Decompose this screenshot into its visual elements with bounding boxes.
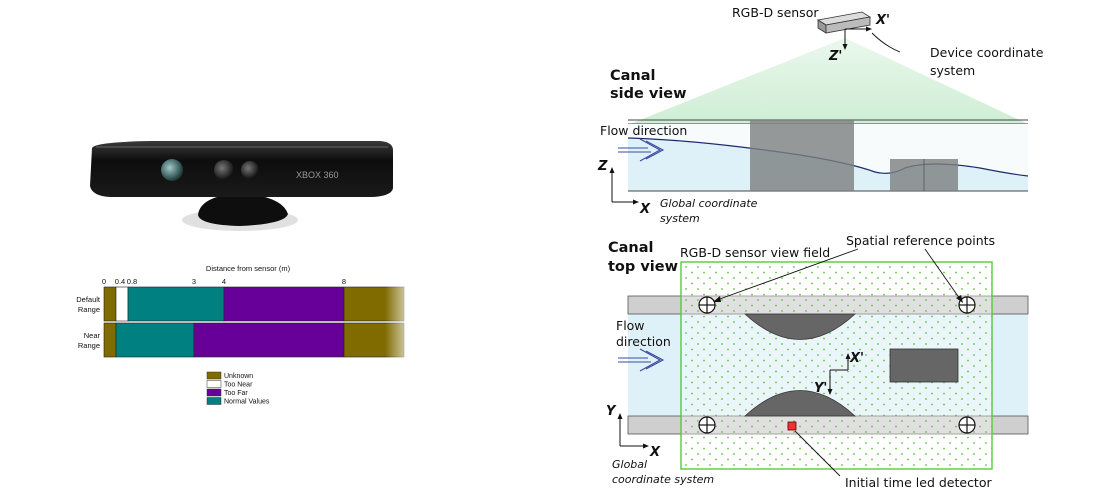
legend-swatch-too_near — [206, 380, 222, 388]
range-bar-0-1 — [115, 286, 129, 322]
row-label-default-2: Range — [78, 305, 100, 314]
range-bar-0-3 — [223, 286, 345, 322]
tick-label-5: 8 — [342, 277, 346, 286]
rgb-camera-icon — [214, 160, 234, 180]
tick-label-1: 0.4 — [115, 277, 125, 286]
y-axis-label: Y — [606, 404, 617, 419]
range-bar-1-1 — [115, 322, 195, 358]
row-label-near-1: Near — [84, 331, 101, 340]
flow-direction-top-1: Flow — [616, 318, 645, 333]
top-title-2: top view — [608, 259, 678, 275]
flow-direction-side: Flow direction — [600, 123, 687, 138]
top-obstacle-upper — [743, 313, 857, 340]
device-coord-label-2: system — [930, 63, 975, 78]
y-prime-label: Y' — [814, 381, 827, 396]
legend-swatch-normal — [206, 397, 222, 405]
canal-side-view: X' Z' RGB-D sensor Device coordinate sys… — [597, 5, 1044, 225]
view-field-label: RGB-D sensor view field — [680, 245, 830, 260]
tick-label-3: 3 — [192, 277, 196, 286]
sensor-view-field — [680, 261, 993, 470]
legend-label-normal: Normal Values — [224, 399, 270, 406]
canal-top-view: Canal top view Spatial reference points … — [606, 233, 1029, 490]
flow-arrow-side-icon — [618, 138, 665, 162]
tick-label-4: 4 — [222, 277, 226, 286]
x-axis-label-side: X — [639, 202, 651, 217]
row-label-default-1: Default — [76, 295, 101, 304]
reference-point-icon — [698, 296, 976, 434]
tick-label-0: 0 — [102, 277, 106, 286]
kinect-device: XBOX 360 — [90, 141, 393, 231]
ir-projector-icon — [161, 159, 183, 181]
global-coord-side-2: system — [660, 212, 700, 225]
legend-label-unknown: Unknown — [224, 373, 253, 380]
rgbd-sensor-icon — [816, 11, 872, 34]
device-coord-label-1: Device coordinate — [930, 45, 1044, 60]
legend-label-too_near: Too Near — [224, 382, 253, 389]
tick-label-2: 0.8 — [127, 277, 137, 286]
global-coord-top-2: coordinate system — [612, 473, 714, 486]
range-bar-0-0 — [103, 286, 117, 322]
spatial-ref-label: Spatial reference points — [846, 233, 995, 248]
global-coord-side-1: Global coordinate — [660, 197, 758, 210]
led-detector-icon — [787, 421, 797, 431]
range-bar-1-2 — [193, 322, 345, 358]
sensor-label: RGB-D sensor — [732, 5, 819, 20]
device-label: XBOX 360 — [296, 170, 339, 180]
legend-label-too_far: Too Far — [224, 390, 248, 397]
top-obstacle-lower — [743, 390, 857, 417]
z-axis-label: Z — [597, 159, 608, 174]
flow-direction-top-2: direction — [616, 334, 671, 349]
global-coord-top-1: Global — [612, 458, 647, 471]
side-obstacle-1 — [750, 120, 854, 191]
led-label: Initial time led detector — [845, 475, 992, 490]
top-title-1: Canal — [608, 240, 654, 256]
flow-arrow-top-icon — [618, 348, 665, 372]
x-axis-label-top: X — [649, 445, 661, 460]
legend-swatch-too_far — [206, 388, 222, 397]
z-prime-label: Z' — [828, 49, 842, 64]
legend-swatch-unknown — [206, 371, 222, 380]
top-obstacle-block — [889, 348, 959, 383]
water-surface — [627, 137, 1029, 177]
x-prime-top-label: X' — [849, 351, 864, 366]
chart-title: Distance from sensor (m) — [206, 264, 291, 273]
depth-camera-icon — [241, 161, 259, 179]
range-bar-1-0 — [103, 322, 117, 358]
side-title-1: Canal — [610, 68, 656, 84]
x-prime-label: X' — [875, 13, 890, 28]
side-title-2: side view — [610, 86, 687, 102]
row-label-near-2: Range — [78, 341, 100, 350]
range-bar-0-2 — [127, 286, 225, 322]
